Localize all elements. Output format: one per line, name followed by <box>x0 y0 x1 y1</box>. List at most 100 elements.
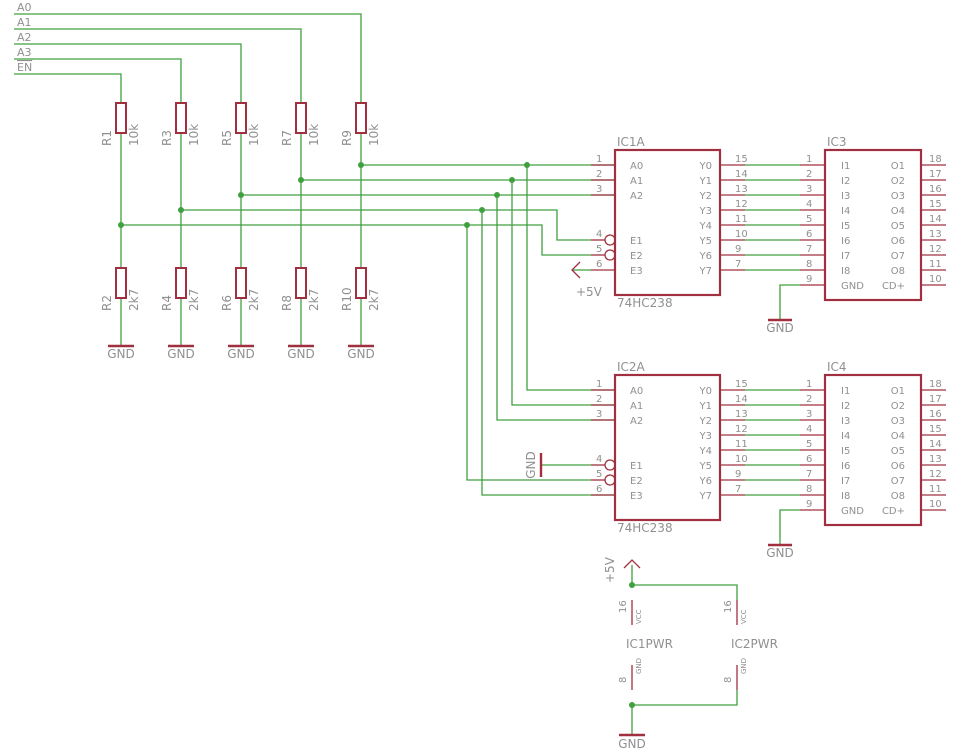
bus-signal-label: A3 <box>17 46 32 59</box>
pin-label: E3 <box>630 266 643 277</box>
resistor-name: R7 <box>280 130 294 146</box>
pin-number: 5 <box>806 214 812 225</box>
junction-dot <box>524 162 530 168</box>
pin-number: 3 <box>806 184 812 195</box>
resistor-value: 2k7 <box>127 289 141 311</box>
resistor-bottom <box>115 267 127 299</box>
pin-label: Y1 <box>699 176 712 187</box>
pin-label: O1 <box>891 386 905 397</box>
net-a2-ic2 <box>496 195 615 421</box>
resistor-value: 10k <box>247 124 261 146</box>
pin-number: 6 <box>596 484 602 495</box>
pin-number: 6 <box>596 259 602 270</box>
bus-wire-a3 <box>14 58 182 103</box>
pin-label: O4 <box>891 431 905 442</box>
net-en-ic2 <box>466 225 591 481</box>
pin-label: I3 <box>841 416 850 427</box>
pin-number: 17 <box>929 394 942 405</box>
pin-label: Y6 <box>699 476 712 487</box>
pin-label: VCC <box>740 609 748 624</box>
net-a3-ic2 <box>481 210 615 496</box>
pin-number: 5 <box>596 469 602 480</box>
pin-number: 14 <box>929 439 942 450</box>
resistor-top <box>175 102 187 134</box>
pin-number: 15 <box>929 199 942 210</box>
resistor-value: 2k7 <box>367 289 381 311</box>
pin-number: 16 <box>929 409 942 420</box>
pin-number: 8 <box>723 677 734 683</box>
resistor-top <box>295 102 307 134</box>
resistor-name: R9 <box>340 130 354 146</box>
pin-label: A2 <box>630 191 643 202</box>
pin-label: E1 <box>630 236 643 247</box>
junction-dot <box>238 192 244 198</box>
pin-label: A1 <box>630 176 643 187</box>
pin-number: 13 <box>929 229 942 240</box>
pin-number: 1 <box>596 379 602 390</box>
pin-label: Y5 <box>699 236 712 247</box>
pin-label: Y4 <box>699 221 712 232</box>
pin-label: O3 <box>891 191 905 202</box>
pin-label: O7 <box>891 251 905 262</box>
pin-label: I5 <box>841 221 850 232</box>
pin-number: 11 <box>735 214 748 225</box>
pin-number: 17 <box>929 169 942 180</box>
ground-label: GND <box>167 347 195 361</box>
pin-number: 2 <box>596 169 602 180</box>
junction-dot <box>298 177 304 183</box>
pin-number: 11 <box>929 484 942 495</box>
bus-signal-label: A1 <box>17 16 32 29</box>
resistor-top <box>235 102 247 134</box>
bus-wire-a0 <box>14 13 362 103</box>
pin-label: Y7 <box>699 491 712 502</box>
pin-label: O3 <box>891 416 905 427</box>
bus-signal-label: EN <box>17 61 32 74</box>
pin-number: 10 <box>929 274 942 285</box>
pin-label: I2 <box>841 401 850 412</box>
vcc-rail <box>631 565 738 600</box>
pin-label: Y2 <box>699 416 712 427</box>
pin-number: 8 <box>618 677 629 683</box>
resistor-name: R1 <box>100 130 114 146</box>
ground-label: GND <box>618 737 646 751</box>
pin-number: 2 <box>806 394 812 405</box>
pin-number: 7 <box>735 484 741 495</box>
pin-label: I6 <box>841 461 850 472</box>
pin-number: 10 <box>735 229 748 240</box>
pin-label: O6 <box>891 236 905 247</box>
power-unit-name: IC1PWR <box>626 637 673 651</box>
pin-label: O4 <box>891 206 905 217</box>
junction-dot <box>178 207 184 213</box>
ground-label: GND <box>766 546 794 560</box>
pin-label: GND <box>740 658 748 674</box>
pin-label: I4 <box>841 206 850 217</box>
pin-label: Y6 <box>699 251 712 262</box>
pin-number: 1 <box>806 154 812 165</box>
pin-label: GND <box>841 281 864 292</box>
resistor-value: 2k7 <box>187 289 201 311</box>
pin-number: 13 <box>735 184 748 195</box>
pin-number: 12 <box>929 244 942 255</box>
pin-label: CD+ <box>882 281 905 292</box>
ground-label: GND <box>107 347 135 361</box>
net-a3 <box>181 209 591 241</box>
resistor-top <box>355 102 367 134</box>
pin-number: 6 <box>806 229 812 240</box>
pin-number: 11 <box>929 259 942 270</box>
pin-label: I8 <box>841 266 850 277</box>
pin-number: 4 <box>806 199 812 210</box>
junction-dot <box>358 162 364 168</box>
decoder-body <box>613 373 722 522</box>
resistor-value: 10k <box>367 124 381 146</box>
pin-label: E2 <box>630 251 643 262</box>
pin-number: 8 <box>806 484 812 495</box>
resistor-bottom <box>355 267 367 299</box>
pin-label: A0 <box>630 386 643 397</box>
pin-number: 15 <box>735 154 748 165</box>
pin-number: 5 <box>596 244 602 255</box>
pin-number: 8 <box>806 259 812 270</box>
driver-name: IC4 <box>827 360 847 374</box>
pin-label: I2 <box>841 176 850 187</box>
pin-label: I4 <box>841 431 850 442</box>
